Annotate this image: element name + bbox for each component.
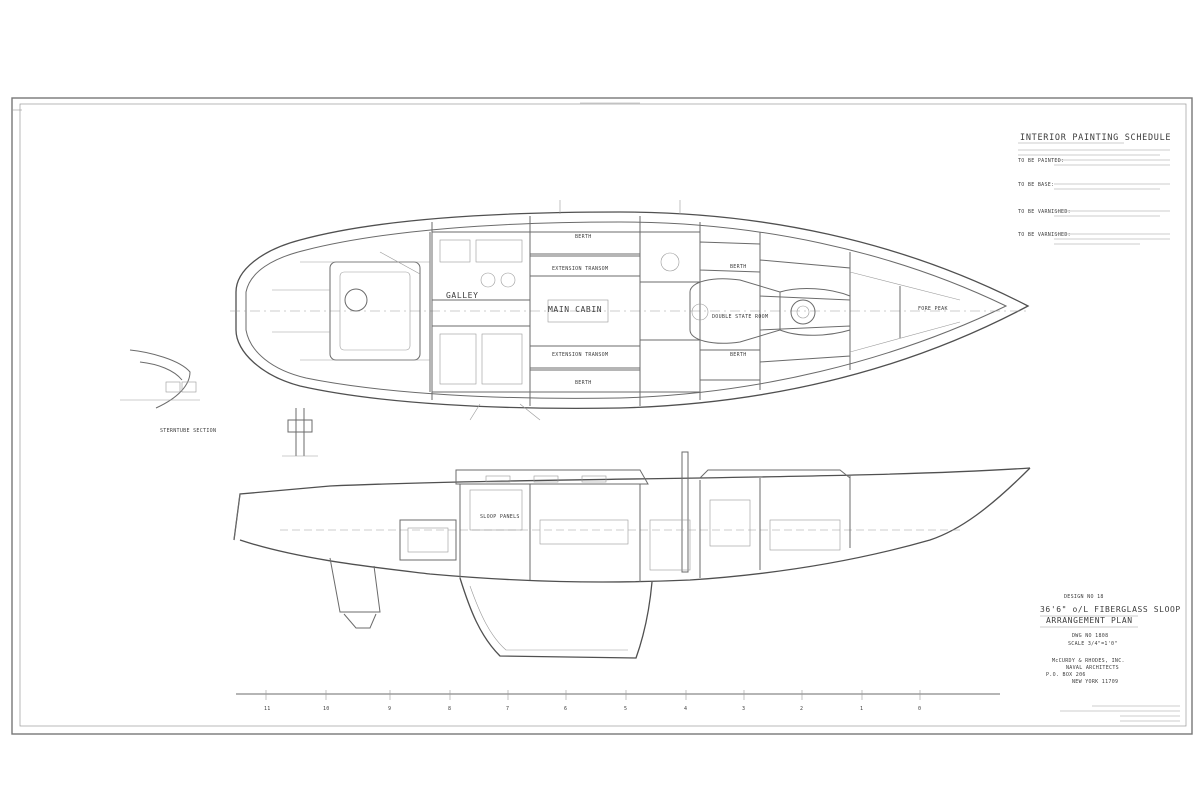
station-label: 7 — [506, 706, 509, 712]
paint-row-label: TO BE VARNISHED: — [1018, 209, 1071, 215]
station-label: 1 — [860, 706, 863, 712]
berth-label-upper: BERTH — [575, 234, 592, 240]
paint-row-label: TO BE PAINTED: — [1018, 158, 1064, 164]
galley-label: GALLEY — [446, 291, 479, 300]
station-label: 8 — [448, 706, 451, 712]
profile-sheer-line — [233, 467, 1031, 541]
fore-peak-label: FORE PEAK — [918, 306, 948, 312]
firm-name: McCURDY & RHODES, INC. — [1052, 658, 1125, 664]
firm-address-2: NEW YORK 11709 — [1072, 679, 1118, 685]
paint-row-label: TO BE BASE: — [1018, 182, 1054, 188]
title-block: DESIGN NO 18 36'6" o/L FIBERGLASS SLOOP … — [1040, 594, 1181, 722]
double-stateroom-label: DOUBLE STATE ROOM — [712, 314, 768, 320]
sterntube-section-label: STERNTUBE SECTION — [160, 428, 216, 434]
station-label: 9 — [388, 706, 391, 712]
firm-address-1: P.O. BOX 206 — [1046, 672, 1086, 678]
firm-subtitle: NAVAL ARCHITECTS — [1066, 665, 1119, 671]
design-number: DESIGN NO 18 — [1064, 594, 1104, 600]
drawing-scale: SCALE 3/4"=1'0" — [1068, 641, 1118, 647]
stbd-transom-label: EXTENSION TRANSOM — [552, 266, 608, 272]
sterntube-section: STERNTUBE SECTION — [120, 349, 216, 434]
sheet-border-inner — [19, 103, 1187, 727]
berth-label-forward-lower: BERTH — [730, 352, 747, 358]
station-label: 4 — [684, 706, 687, 712]
station-label: 11 — [264, 706, 271, 712]
station-label: 10 — [323, 706, 330, 712]
plan-hull-outline — [235, 211, 1030, 410]
paint-schedule-heading: INTERIOR PAINTING SCHEDULE — [1020, 133, 1171, 143]
sloop-panels-label: SLOOP PANELS — [480, 514, 520, 520]
drawing-number: DWG NO 1808 — [1072, 633, 1108, 639]
main-cabin-label: MAIN CABIN — [548, 305, 602, 314]
port-transom-label: EXTENSION TRANSOM — [552, 352, 608, 358]
drawing-title-line1: 36'6" o/L FIBERGLASS SLOOP — [1040, 605, 1181, 614]
station-label: 3 — [742, 706, 745, 712]
plan-view: MAIN CABIN GALLEY DOUBLE STATE ROOM BERT… — [230, 200, 1030, 421]
station-label: 0 — [918, 706, 921, 712]
berth-label-lower: BERTH — [575, 380, 592, 386]
station-label: 6 — [564, 706, 567, 712]
profile-view: SLOOP PANELS — [233, 451, 1031, 659]
station-label: 2 — [800, 706, 803, 712]
profile-keel — [459, 577, 653, 659]
paint-row-label: TO BE VARNISHED: — [1018, 232, 1071, 238]
paint-schedule: INTERIOR PAINTING SCHEDULE TO BE PAINTED… — [1018, 133, 1171, 245]
station-scale: 11 10 9 8 7 6 5 4 3 2 1 0 — [236, 690, 1000, 712]
station-label: 5 — [624, 706, 627, 712]
berth-label-forward: BERTH — [730, 264, 747, 270]
sheet-border-outer — [11, 97, 1193, 735]
drawing-title-line2: ARRANGEMENT PLAN — [1046, 616, 1133, 625]
shaft-detail — [282, 408, 318, 457]
